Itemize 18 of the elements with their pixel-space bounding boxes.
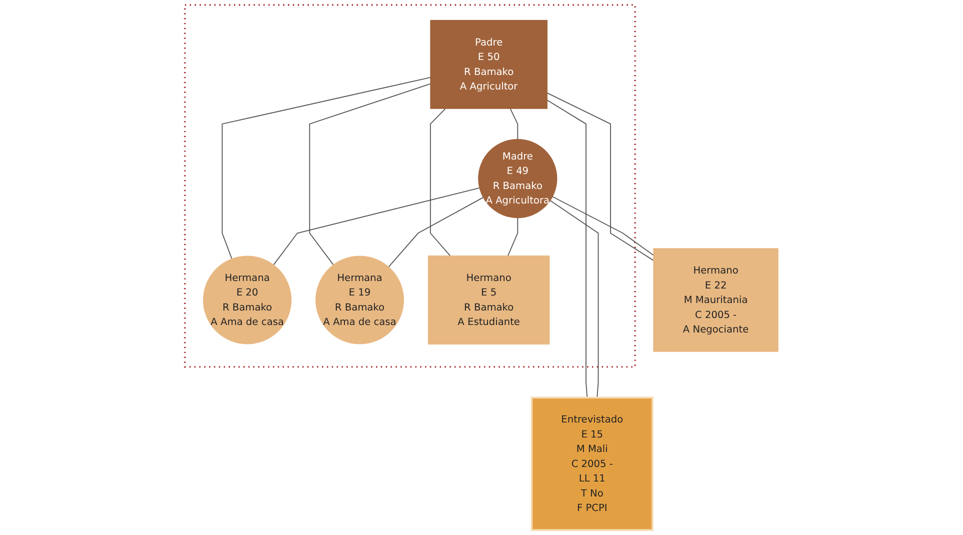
- connector: [222, 76, 431, 260]
- node-box: Padre E 50 R Bamako A Agricultor: [430, 20, 548, 109]
- connector: [309, 83, 431, 266]
- connector: [430, 108, 451, 256]
- node-box: Hermano E 5 R Bamako A Estudiante: [428, 256, 550, 344]
- connector: [546, 100, 588, 398]
- node-box: Hermano E 22 M Mauritania C 2005 - A Negociante: [653, 248, 778, 352]
- connector: [510, 108, 518, 140]
- node-circle: Hermana E 19 R Bamako A Ama de casa: [315, 256, 404, 344]
- connector: [388, 196, 484, 268]
- connector: [546, 92, 654, 261]
- connector: [273, 188, 480, 266]
- connector: [550, 200, 599, 398]
- node-circle: Hermana E 20 R Bamako A Ama de casa: [203, 256, 292, 344]
- connector: [552, 196, 654, 256]
- node-box: Entrevistado E 15 M Mali C 2005 - LL 11 T No F PCPI: [530, 396, 654, 531]
- connector: [507, 217, 518, 256]
- node-circle: Madre E 49 R Bamako A Agricultora: [478, 138, 558, 218]
